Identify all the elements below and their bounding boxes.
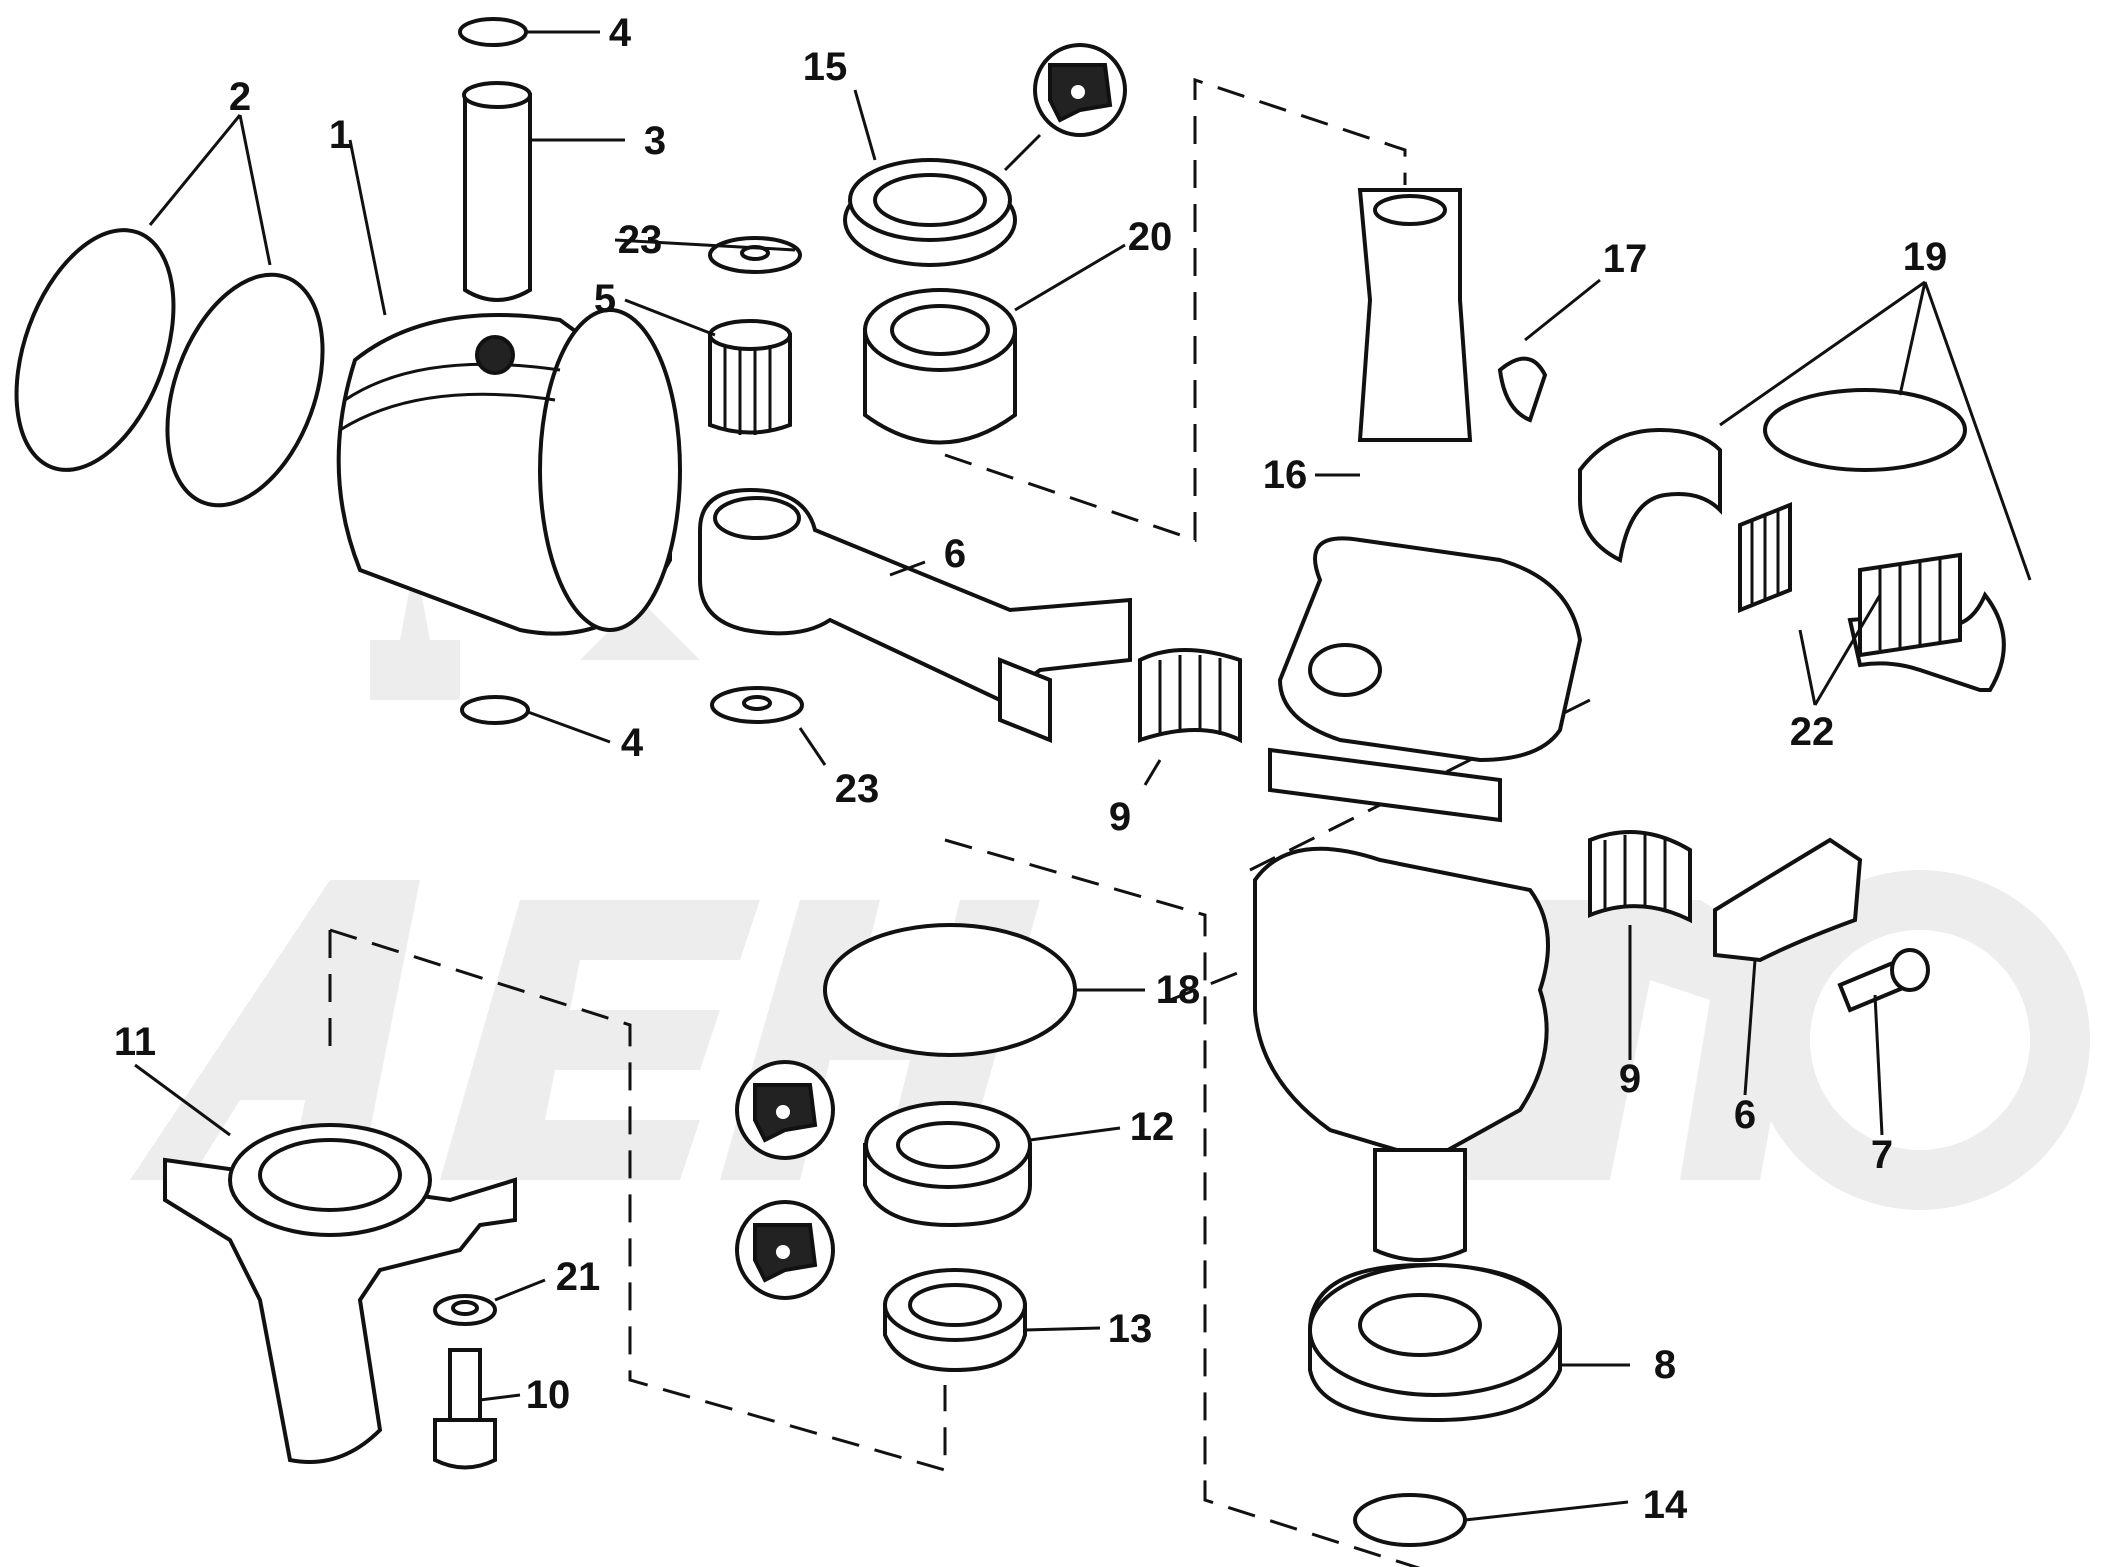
callout-9-left: 9 — [1109, 795, 1131, 839]
callout-15: 15 — [803, 45, 848, 89]
woodruff-key — [1497, 356, 1548, 423]
callout-numbers: 1 2 3 4 4 5 6 6 7 8 9 9 10 11 12 13 14 1… — [114, 11, 1947, 1527]
sealant-application-icon — [1033, 43, 1127, 137]
crankcase-seal-upper — [843, 158, 1017, 267]
bearing-housing — [163, 1123, 517, 1464]
callout-8: 8 — [1654, 1343, 1676, 1387]
callout-2: 2 — [229, 75, 251, 119]
callout-22: 22 — [1790, 710, 1835, 754]
o-ring — [823, 923, 1077, 1057]
callout-18: 18 — [1156, 968, 1201, 1012]
upper-needle-bearing-sleeve — [863, 288, 1017, 445]
lower-seal — [883, 1268, 1027, 1373]
callout-16: 16 — [1263, 453, 1308, 497]
piston — [336, 308, 682, 636]
retaining-ring-bottom — [460, 695, 530, 725]
callout-23-bottom: 23 — [835, 767, 880, 811]
thrust-washer-top — [708, 236, 802, 274]
rod-bearing-cage-left — [1138, 648, 1242, 744]
callout-5: 5 — [594, 277, 616, 321]
crankshaft — [1253, 188, 1583, 1262]
connecting-rod-cap — [1713, 837, 1863, 963]
callout-6-cap: 6 — [1734, 1093, 1756, 1137]
wrist-pin-needle-bearing — [708, 319, 792, 435]
retaining-ring-top — [458, 17, 528, 47]
callout-6-rod: 6 — [944, 532, 966, 576]
thrust-washer-bottom — [710, 686, 804, 724]
housing-screw — [433, 1348, 497, 1470]
callout-17: 17 — [1603, 237, 1648, 281]
callout-11: 11 — [114, 1020, 156, 1064]
callout-9-right: 9 — [1619, 1057, 1641, 1101]
callout-20: 20 — [1128, 215, 1173, 259]
callout-3: 3 — [644, 119, 666, 163]
housing-washer — [433, 1294, 497, 1326]
callout-12: 12 — [1130, 1105, 1175, 1149]
crankcase-seal-lower — [863, 1101, 1032, 1228]
main-bearing-rollers — [1738, 502, 1962, 658]
piston-rings — [14, 228, 325, 508]
callout-23-top: 23 — [618, 218, 663, 262]
callout-13: 13 — [1108, 1307, 1153, 1351]
sealant-application-icon-middle — [735, 1060, 835, 1160]
callout-leader-lines — [134, 30, 2032, 1522]
sealant-application-icon-lower — [735, 1200, 835, 1300]
callout-21: 21 — [556, 1255, 601, 1299]
callout-14: 14 — [1643, 1483, 1688, 1527]
callout-1: 1 — [329, 113, 351, 157]
rod-cap-screw — [1837, 948, 1930, 1013]
piston-pin — [462, 81, 532, 302]
callout-4-top: 4 — [609, 11, 632, 55]
callout-19: 19 — [1903, 235, 1948, 279]
bearing-retaining-ring — [1353, 1493, 1467, 1547]
connecting-rod — [698, 487, 1132, 743]
callout-10: 10 — [526, 1373, 571, 1417]
ball-bearing — [1308, 1262, 1562, 1423]
callout-7: 7 — [1871, 1133, 1893, 1177]
rod-bearing-cage-right — [1588, 830, 1692, 924]
callout-4-bottom: 4 — [621, 721, 644, 765]
